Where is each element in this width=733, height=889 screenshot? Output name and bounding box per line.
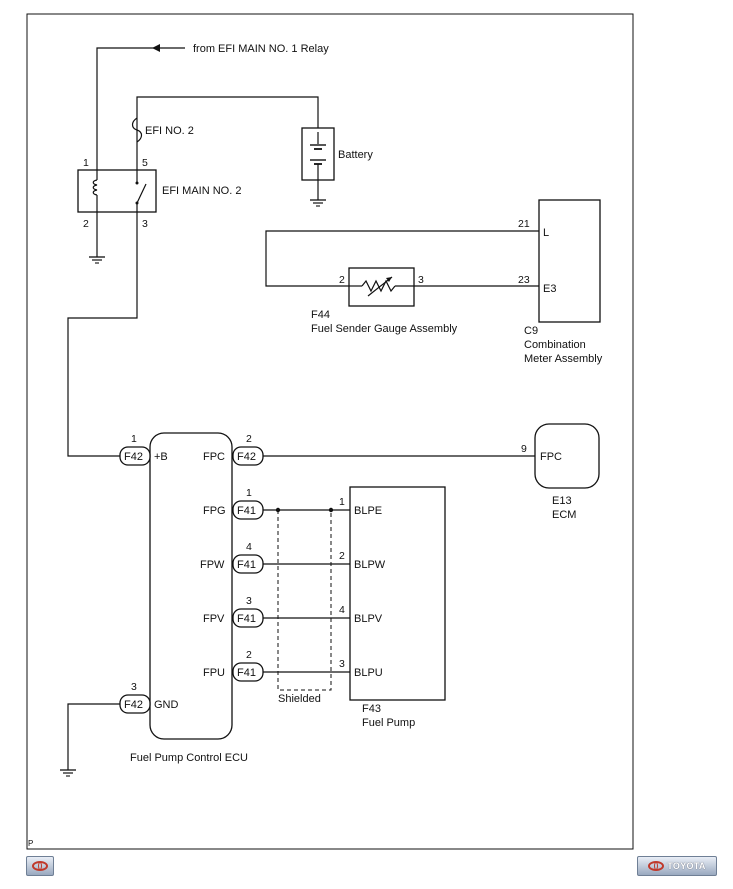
fuse-symbol [131, 117, 143, 143]
home-button[interactable] [26, 856, 54, 876]
pump-terminal-blpv: BLPV [354, 613, 383, 625]
ecm-box [534, 423, 600, 489]
ecm-terminal-fpc: FPC [540, 451, 562, 463]
ecu-terminal-fpc: FPC [203, 451, 225, 463]
pump-terminal-blpe: BLPE [354, 505, 382, 517]
pump-terminal-blpu: BLPU [354, 667, 383, 679]
ecu-pin-number-fpc: 2 [246, 433, 252, 445]
f42-connector-b-label: F42 [124, 451, 143, 463]
gauge-code: F44 [311, 309, 330, 321]
meter-pin-21: 21 [518, 218, 530, 230]
ecu-pin-number-fpv: 3 [246, 595, 252, 607]
toyota-logo-icon [32, 861, 48, 871]
fuel-pump-box [349, 486, 446, 701]
brand-text: TOYOTA [667, 861, 706, 871]
ecu-ground-wire [60, 703, 120, 777]
meter-name-line2: Meter Assembly [524, 353, 603, 365]
pump-pin-number-blpe: 1 [339, 496, 345, 508]
f41-connector-fpv-label: F41 [237, 613, 256, 625]
ecu-terminal-fpw: FPW [200, 559, 225, 571]
relay-pin-5: 5 [142, 157, 148, 169]
toyota-logo-icon [648, 861, 665, 871]
ecu-pin-number-b: 1 [131, 433, 137, 445]
relay-pin-2: 2 [83, 218, 89, 230]
relay-coil [92, 170, 98, 212]
f41-connector-fpw-label: F41 [237, 559, 256, 571]
f41-connector-fpg-label: F41 [237, 505, 256, 517]
pump-pin-number-blpv: 4 [339, 604, 345, 616]
meter-terminal-e3: E3 [543, 283, 556, 295]
relay-label: EFI MAIN NO. 2 [162, 185, 241, 197]
fuel-pump-code: F43 [362, 703, 381, 715]
ecu-pin-number-fpu: 2 [246, 649, 252, 661]
ecu-to-pump-wires [263, 509, 350, 673]
fuel-pump-name: Fuel Pump [362, 717, 415, 729]
battery-symbol [310, 132, 326, 207]
corner-mark: P [28, 839, 34, 848]
relay-pin-3: 3 [142, 218, 148, 230]
ecu-terminal-gnd: GND [154, 699, 179, 711]
pump-pin-number-blpw: 2 [339, 550, 345, 562]
f41-connector-fpu-label: F41 [237, 667, 256, 679]
relay-source-wire [96, 44, 185, 176]
fuel-pump-control-ecu-box [149, 432, 233, 740]
meter-name-line1: Combination [524, 339, 586, 351]
f42-connector-b [119, 446, 151, 466]
variable-resistor-symbol [349, 276, 414, 297]
fuel-pump-ecu-label: Fuel Pump Control ECU [130, 752, 248, 764]
ecu-pin-number-fpw: 4 [246, 541, 252, 553]
battery-label: Battery [338, 149, 373, 161]
ecu-terminal-fpg: FPG [203, 505, 226, 517]
ecu-pin-number-gnd: 3 [131, 681, 137, 693]
ecu-pin-number-fpg: 1 [246, 487, 252, 499]
meter-code: C9 [524, 325, 538, 337]
relay-to-ecu-wire [67, 212, 138, 457]
gauge-name: Fuel Sender Gauge Assembly [311, 323, 458, 335]
relay-source-label: from EFI MAIN NO. 1 Relay [193, 43, 329, 55]
battery-feed-wire [136, 96, 319, 176]
pump-terminal-blpw: BLPW [354, 559, 386, 571]
ecm-code: E13 [552, 495, 572, 507]
pump-pin-number-blpu: 3 [339, 658, 345, 670]
gauge-pin-right: 3 [418, 274, 424, 286]
relay-pin-1: 1 [83, 157, 89, 169]
meter-pin-23: 23 [518, 274, 530, 286]
toyota-brand-button[interactable]: TOYOTA [637, 856, 717, 876]
relay-ground-wire [89, 212, 105, 264]
ecu-terminal-fpv: FPV [203, 613, 225, 625]
shielded-label: Shielded [278, 693, 321, 705]
fuel-sender-gauge-box [348, 267, 415, 307]
relay-box [77, 169, 157, 213]
relay-switch [135, 170, 147, 212]
ecu-terminal-b: +B [154, 451, 168, 463]
gauge-pin-left: 2 [339, 274, 345, 286]
meter-terminal-l: L [543, 227, 549, 239]
combination-meter-box [538, 199, 601, 323]
shield-wire [275, 507, 334, 691]
ecm-pin-9: 9 [521, 443, 527, 455]
gauge-loop-wire [265, 230, 539, 287]
diagram-frame [26, 13, 634, 850]
f42-connector-fpc-label: F42 [237, 451, 256, 463]
f42-connector-gnd-label: F42 [124, 699, 143, 711]
ecm-name: ECM [552, 509, 576, 521]
fuse-label: EFI NO. 2 [145, 125, 194, 137]
ecu-terminal-fpu: FPU [203, 667, 225, 679]
f42-connector-fpc [232, 446, 264, 466]
